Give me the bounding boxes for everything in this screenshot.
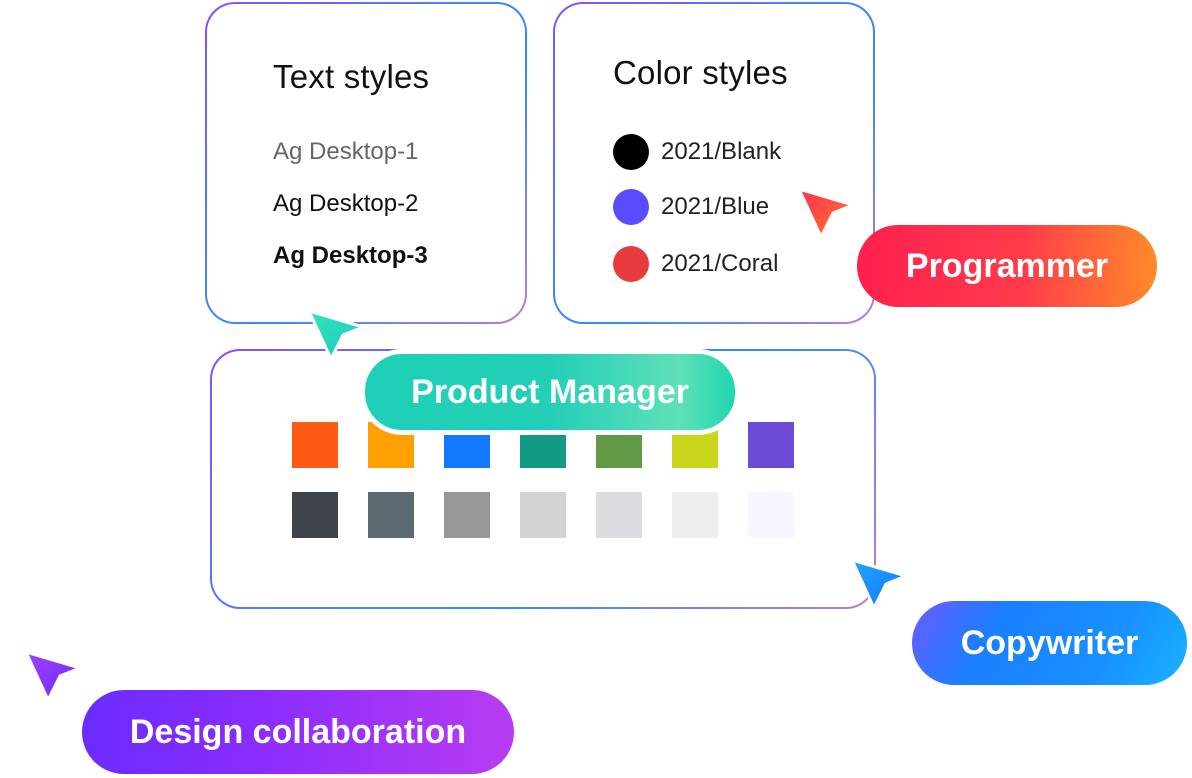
text-styles-card: Text styles Ag Desktop-1 Ag Desktop-2 Ag… bbox=[205, 2, 527, 324]
color-styles-card: Color styles 2021/Blank 2021/Blue 2021/C… bbox=[553, 2, 875, 324]
palette-swatch[interactable] bbox=[292, 492, 338, 538]
color-style-blank[interactable]: 2021/Blank bbox=[613, 134, 781, 170]
color-style-label: 2021/Blank bbox=[661, 138, 782, 165]
programmer-cursor-icon bbox=[795, 185, 857, 243]
text-style-desktop-1[interactable]: Ag Desktop-1 bbox=[273, 138, 419, 165]
palette-swatch[interactable] bbox=[672, 492, 718, 538]
palette-swatch[interactable] bbox=[748, 422, 794, 468]
programmer-badge: Programmer bbox=[857, 225, 1157, 307]
color-style-blue[interactable]: 2021/Blue bbox=[613, 189, 769, 225]
palette-swatch[interactable] bbox=[596, 492, 642, 538]
color-style-label: 2021/Coral bbox=[661, 250, 779, 277]
color-styles-title: Color styles bbox=[613, 54, 788, 91]
product-manager-cursor-icon bbox=[305, 307, 367, 365]
copywriter-badge: Copywriter bbox=[912, 601, 1187, 685]
palette-swatch[interactable] bbox=[292, 422, 338, 468]
product-manager-badge: Product Manager bbox=[360, 349, 740, 435]
color-dot bbox=[613, 189, 649, 225]
text-style-desktop-3[interactable]: Ag Desktop-3 bbox=[273, 242, 428, 269]
text-style-desktop-2[interactable]: Ag Desktop-2 bbox=[273, 190, 419, 217]
copywriter-cursor-icon bbox=[848, 556, 910, 614]
color-dot bbox=[613, 134, 649, 170]
design-collaboration-cursor-icon bbox=[22, 648, 84, 706]
text-styles-title: Text styles bbox=[273, 58, 430, 95]
color-dot bbox=[613, 246, 649, 282]
palette-swatch[interactable] bbox=[368, 492, 414, 538]
palette-swatch[interactable] bbox=[520, 492, 566, 538]
palette-swatch[interactable] bbox=[748, 492, 794, 538]
design-collaboration-badge: Design collaboration bbox=[82, 690, 514, 774]
color-style-label: 2021/Blue bbox=[661, 193, 770, 220]
color-style-coral[interactable]: 2021/Coral bbox=[613, 246, 778, 282]
palette-swatch[interactable] bbox=[444, 492, 490, 538]
